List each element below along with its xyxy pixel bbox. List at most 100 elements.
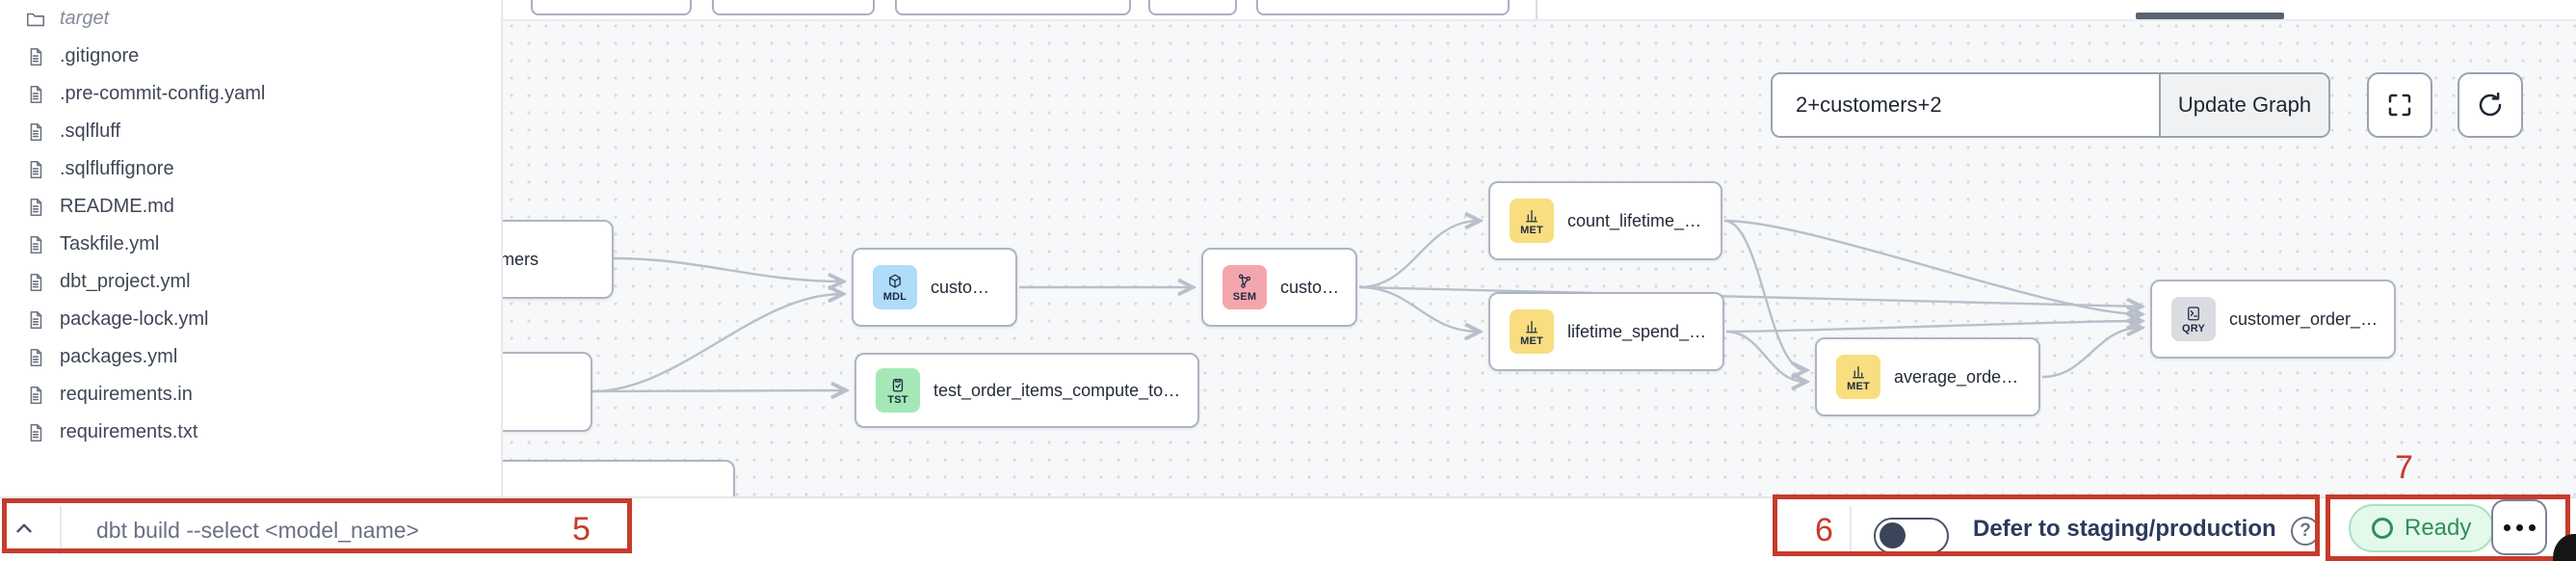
- chevron-up-icon: [16, 523, 32, 533]
- metric-icon: MET: [1836, 355, 1880, 399]
- graph-selector-input[interactable]: [1773, 74, 2159, 136]
- edge-customers_semantic-to-lifetime_spend_pretax: [1358, 285, 1479, 332]
- file-row--pre-commit-config-yaml[interactable]: .pre-commit-config.yaml: [0, 75, 501, 113]
- file-icon: [30, 122, 42, 141]
- file-name: .sqlfluffignore: [60, 158, 174, 179]
- graph-node-customers_model[interactable]: MDL customers: [852, 248, 1017, 327]
- edge-stg_orders-to-test_order_items: [591, 390, 845, 391]
- node-label: customers: [931, 277, 1000, 297]
- semantic-icon: SEM: [1222, 265, 1267, 309]
- file-name: README.md: [60, 196, 174, 217]
- file-row-dbt-project-yml[interactable]: dbt_project.yml: [0, 263, 501, 301]
- edge-stg_customers-to-customers_model: [613, 256, 842, 281]
- file-icon: [30, 348, 42, 366]
- file-row-taskfile-yml[interactable]: Taskfile.yml: [0, 226, 501, 263]
- graph-node-customers_semantic[interactable]: SEM customers: [1201, 248, 1357, 327]
- file-row-requirements-txt[interactable]: requirements.txt: [0, 414, 501, 451]
- edge-count_lifetime_orders-to-customer_order_metrics: [1723, 219, 2141, 314]
- refresh-graph-button[interactable]: [2458, 72, 2523, 138]
- file-name: dbt_project.yml: [60, 271, 191, 292]
- command-bar-divider: [1850, 506, 1852, 555]
- file-icon: [30, 386, 42, 404]
- file-name: Taskfile.yml: [60, 233, 160, 254]
- graph-node-lifetime_spend_pretax[interactable]: MET lifetime_spend_pretax: [1488, 292, 1724, 371]
- file-row--sqlfluffignore[interactable]: .sqlfluffignore: [0, 150, 501, 188]
- file-row-target[interactable]: target: [0, 0, 501, 38]
- node-badge: MDL: [882, 290, 907, 303]
- graph-node-count_lifetime_orders[interactable]: MET count_lifetime_orders: [1488, 181, 1722, 260]
- fullscreen-icon: [2388, 94, 2411, 117]
- top-cutoff-button[interactable]: [712, 0, 875, 15]
- file-row-package-lock-yml[interactable]: package-lock.yml: [0, 301, 501, 338]
- semantic-glyph: [1238, 273, 1251, 288]
- annotation-number-6: 6: [1815, 512, 1833, 548]
- annotation-box-6: [1773, 494, 2320, 556]
- node-badge: TST: [887, 393, 908, 406]
- command-bar: dbt build --select <model_name> Defer to…: [0, 496, 2576, 561]
- file-row-requirements-in[interactable]: requirements.in: [0, 376, 501, 414]
- top-cutoff-button[interactable]: [1148, 0, 1237, 15]
- file-name: target: [60, 8, 110, 29]
- toggle-knob: [1879, 522, 1906, 548]
- metric-icon: MET: [1510, 309, 1554, 354]
- file-icon: [30, 47, 42, 66]
- refresh-icon: [2479, 92, 2502, 117]
- file-icon: [30, 235, 42, 254]
- file-name: .sqlfluff: [60, 120, 120, 142]
- metric-glyph: [1526, 209, 1538, 222]
- update-graph-button[interactable]: Update Graph: [2159, 74, 2328, 136]
- status-circle-icon: [2372, 518, 2393, 539]
- expand-command-bar-button[interactable]: [12, 516, 37, 546]
- file-row-packages-yml[interactable]: packages.yml: [0, 338, 501, 376]
- file-icon: [30, 423, 42, 441]
- defer-toggle[interactable]: [1874, 518, 1949, 554]
- metric-icon: MET: [1510, 199, 1554, 243]
- top-cutoff-button[interactable]: [895, 0, 1131, 15]
- query-glyph: [2188, 306, 2199, 320]
- graph-node-test_order_items[interactable]: TST test_order_items_compute_to_bools…: [854, 353, 1199, 428]
- folder-icon: [26, 13, 45, 26]
- top-cutoff-button[interactable]: [1256, 0, 1510, 15]
- ellipsis-icon: [2503, 523, 2510, 531]
- edge-count_lifetime_orders-to-average_order_value: [1723, 219, 1805, 370]
- fullscreen-button[interactable]: [2367, 72, 2432, 138]
- file-row--gitignore[interactable]: .gitignore: [0, 38, 501, 75]
- annotation-box-7: [2326, 494, 2570, 561]
- edge-average_order_value-to-customer_order_metrics: [2041, 328, 2141, 379]
- top-bar-divider: [1536, 0, 1538, 19]
- node-label: average_order_value: [1894, 366, 2023, 387]
- file-icon: [30, 160, 42, 178]
- file-name: requirements.in: [60, 384, 193, 405]
- file-name: .pre-commit-config.yaml: [60, 83, 266, 104]
- top-cutoff-button[interactable]: [531, 0, 692, 15]
- active-tab-indicator: [2136, 13, 2284, 19]
- file-name: requirements.txt: [60, 421, 198, 442]
- metric-glyph: [1526, 320, 1538, 333]
- more-options-button[interactable]: [2491, 499, 2547, 555]
- node-label: test_order_items_compute_to_bools…: [933, 380, 1182, 400]
- node-badge: MET: [1847, 380, 1870, 392]
- node-label: count_lifetime_orders: [1567, 210, 1705, 230]
- file-row-readme-md[interactable]: README.md: [0, 188, 501, 226]
- edge-lifetime_spend_pretax-to-customer_order_metrics: [1725, 321, 2141, 334]
- node-label: lifetime_spend_pretax: [1567, 321, 1707, 341]
- file-explorer: target .gitignore .pre-commit-config.yaml.…: [0, 0, 503, 496]
- graph-node-average_order_value[interactable]: MET average_order_value: [1815, 337, 2040, 416]
- file-name: packages.yml: [60, 346, 178, 367]
- metric-glyph: [1853, 365, 1864, 378]
- edge-lifetime_spend_pretax-to-average_order_value: [1725, 330, 1805, 382]
- test-icon: TST: [876, 368, 920, 413]
- annotation-box-5: [2, 498, 632, 553]
- annotation-number-7: 7: [2395, 449, 2413, 486]
- command-input[interactable]: dbt build --select <model_name>: [96, 518, 419, 543]
- node-badge: SEM: [1232, 290, 1257, 303]
- edge-customers_semantic-to-customer_order_metrics: [1358, 285, 2141, 307]
- file-row--sqlfluff[interactable]: .sqlfluff: [0, 113, 501, 150]
- edge-customers_semantic-to-count_lifetime_orders: [1358, 221, 1479, 289]
- file-icon: [30, 198, 42, 216]
- status-label: Ready: [2405, 515, 2472, 541]
- node-label: customers: [1280, 277, 1340, 297]
- command-bar-divider: [60, 506, 62, 555]
